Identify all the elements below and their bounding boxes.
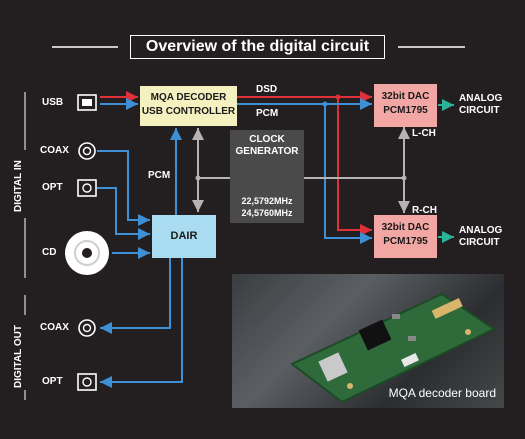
coax-out-connector-icon — [78, 319, 96, 337]
clock-junction-right — [401, 175, 407, 181]
diagram-title: Overview of the digital circuit — [145, 38, 370, 55]
coax-in-connector-icon — [78, 142, 96, 160]
pcm-junction — [322, 101, 328, 107]
analog-circuit-r-line1: ANALOG — [459, 225, 503, 236]
analog-circuit-l-line1: ANALOG — [459, 93, 503, 104]
mqa-block-line1: MQA DECODER — [150, 92, 227, 103]
output-label-coax: COAX — [40, 322, 69, 333]
clock-freq-1: 22,5792MHz — [241, 196, 293, 206]
opt-in-connector-icon — [77, 179, 97, 197]
input-label-usb: USB — [42, 97, 64, 108]
dac-l-block: 32bit DAC PCM1795 — [374, 84, 437, 127]
opt-to-dair-line — [97, 187, 150, 240]
analog-circuit-r-line2: CIRCUIT — [459, 237, 500, 248]
coax-to-dair-line — [97, 150, 150, 226]
pcm-label-top: PCM — [256, 108, 279, 119]
cd-disc-icon — [65, 231, 109, 275]
dsd-junction — [335, 94, 341, 100]
clock-junction-left — [195, 175, 201, 181]
opt-out-connector-icon — [77, 373, 97, 391]
dac-r-line2: PCM1795 — [383, 236, 428, 247]
clock-block-line2: GENERATOR — [235, 146, 299, 157]
output-label-opt: OPT — [42, 376, 63, 387]
photo-caption: MQA decoder board — [388, 386, 496, 400]
digital-in-label: DIGITAL IN — [13, 160, 24, 212]
analog-circuit-l-line2: CIRCUIT — [459, 105, 500, 116]
dac-r-line1: 32bit DAC — [381, 222, 430, 233]
pcm-label-side: PCM — [148, 170, 171, 181]
dsd-line-to-dac-r — [337, 97, 372, 236]
dair-block: DAIR — [152, 215, 216, 258]
title-frame — [130, 35, 385, 59]
pcm-line-to-dac-r — [324, 104, 372, 244]
clock-freq-2: 24,5760MHz — [241, 208, 293, 218]
usb-connector-icon — [77, 94, 97, 111]
lch-label: L-CH — [412, 128, 436, 139]
dair-to-coax-out-line — [100, 258, 171, 334]
mqa-decoder-block: MQA DECODER USB CONTROLLER — [140, 86, 237, 126]
dac-r-block: 32bit DAC PCM1795 — [374, 215, 437, 258]
dair-to-opt-out-line — [100, 258, 183, 388]
mqa-block-line2: USB CONTROLLER — [141, 106, 236, 117]
input-label-cd: CD — [42, 247, 57, 258]
dsd-label: DSD — [256, 84, 278, 95]
mqa-decoder-board-photo: MQA decoder board — [232, 274, 504, 408]
dair-block-label: DAIR — [170, 230, 198, 242]
input-label-opt: OPT — [42, 182, 63, 193]
input-label-coax: COAX — [40, 145, 69, 156]
dac-l-line1: 32bit DAC — [381, 91, 430, 102]
digital-out-label: DIGITAL OUT — [13, 325, 24, 388]
rch-label: R-CH — [412, 205, 437, 216]
clock-block-line1: CLOCK — [249, 134, 285, 145]
dac-l-line2: PCM1795 — [383, 105, 428, 116]
decoder-board-illustration — [290, 292, 497, 404]
clock-generator-block: CLOCK GENERATOR 22,5792MHz 24,5760MHz — [230, 130, 304, 223]
